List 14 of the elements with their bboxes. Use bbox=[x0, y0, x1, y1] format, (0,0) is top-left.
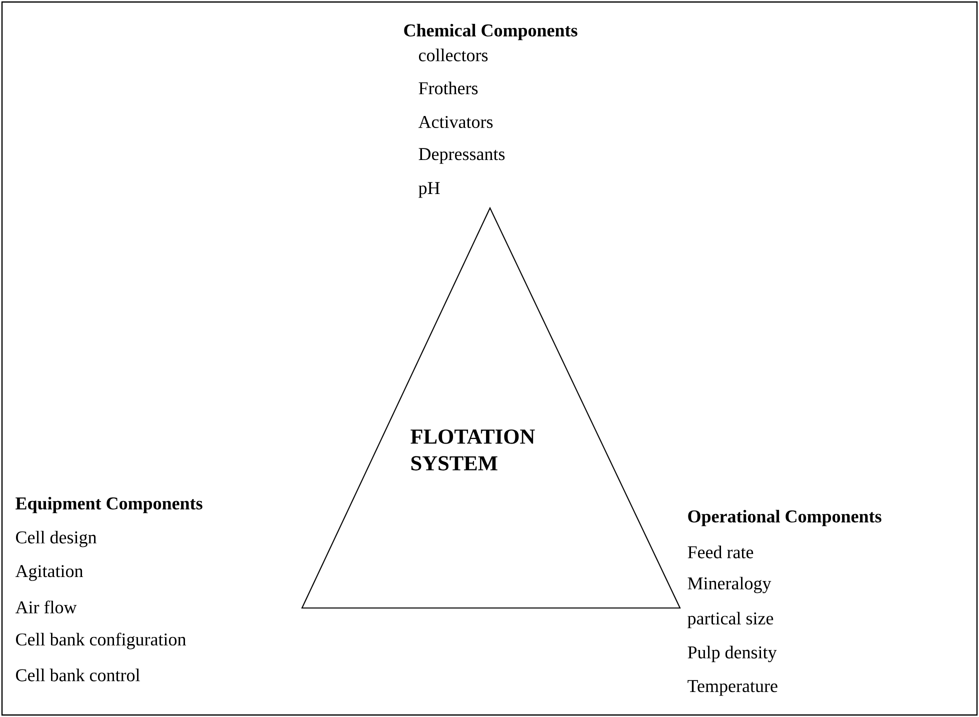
heading: Chemical Components bbox=[404, 24, 578, 40]
list-item: Air flow bbox=[15, 600, 77, 614]
list-item: partical size bbox=[688, 612, 774, 628]
list-item: collectors bbox=[418, 48, 488, 62]
list-item: Cell bank control bbox=[16, 668, 140, 682]
list-item: Pulp density bbox=[688, 646, 777, 662]
list-item: Cell bank configuration bbox=[16, 632, 186, 650]
heading: Equipment Components bbox=[16, 496, 202, 514]
list-item: Depressants bbox=[418, 148, 505, 164]
list-item: Activators bbox=[418, 116, 493, 128]
list-item: Cell design bbox=[16, 530, 96, 548]
list-item: Temperature bbox=[688, 680, 778, 696]
list-item: Frothers bbox=[418, 82, 478, 94]
list-item: Agitation bbox=[15, 565, 83, 581]
